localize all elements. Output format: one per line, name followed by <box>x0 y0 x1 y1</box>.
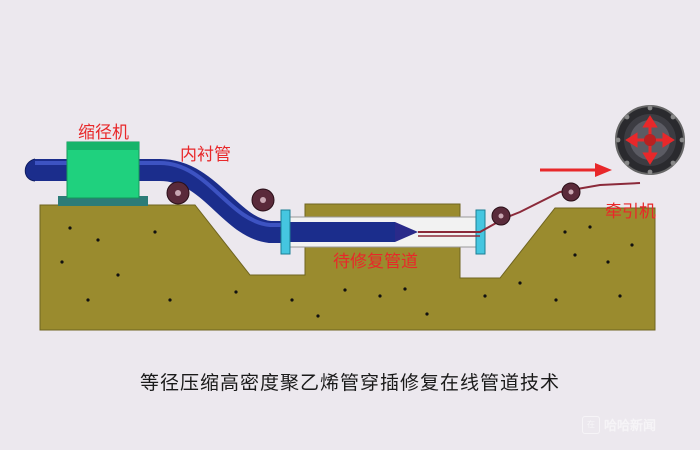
puller-winch <box>615 105 685 175</box>
liner-inside <box>285 222 395 242</box>
reducer-machine-shade <box>67 142 139 150</box>
reducer-machine <box>66 141 140 199</box>
reducer-base <box>58 196 148 206</box>
watermark: 在 哈哈新闻 <box>581 415 656 434</box>
label-target-pipe: 待修复管道 <box>333 252 418 272</box>
flange-left <box>280 209 291 255</box>
pull-direction-arrow <box>540 163 612 177</box>
roller-1 <box>166 181 190 205</box>
caption: 等径压缩高密度聚乙烯管穿插修复在线管道技术 <box>139 372 560 394</box>
roller-2 <box>251 188 275 212</box>
liner-pipe <box>35 159 330 243</box>
liner-cone-tip <box>395 222 418 242</box>
roller-3 <box>491 206 511 226</box>
pulling-cable <box>418 182 641 233</box>
soil-dots <box>60 225 634 318</box>
watermark-logo: 在 <box>581 415 600 434</box>
label-reducer: 缩径机 <box>78 123 129 143</box>
liner-pipe-highlight <box>35 161 330 227</box>
ground-terrain <box>39 203 656 331</box>
roller-4 <box>561 182 581 202</box>
watermark-text: 哈哈新闻 <box>603 419 656 434</box>
liner-pipe-end <box>24 158 36 182</box>
label-puller: 牵引机 <box>605 202 656 222</box>
label-liner: 内衬管 <box>180 145 231 165</box>
